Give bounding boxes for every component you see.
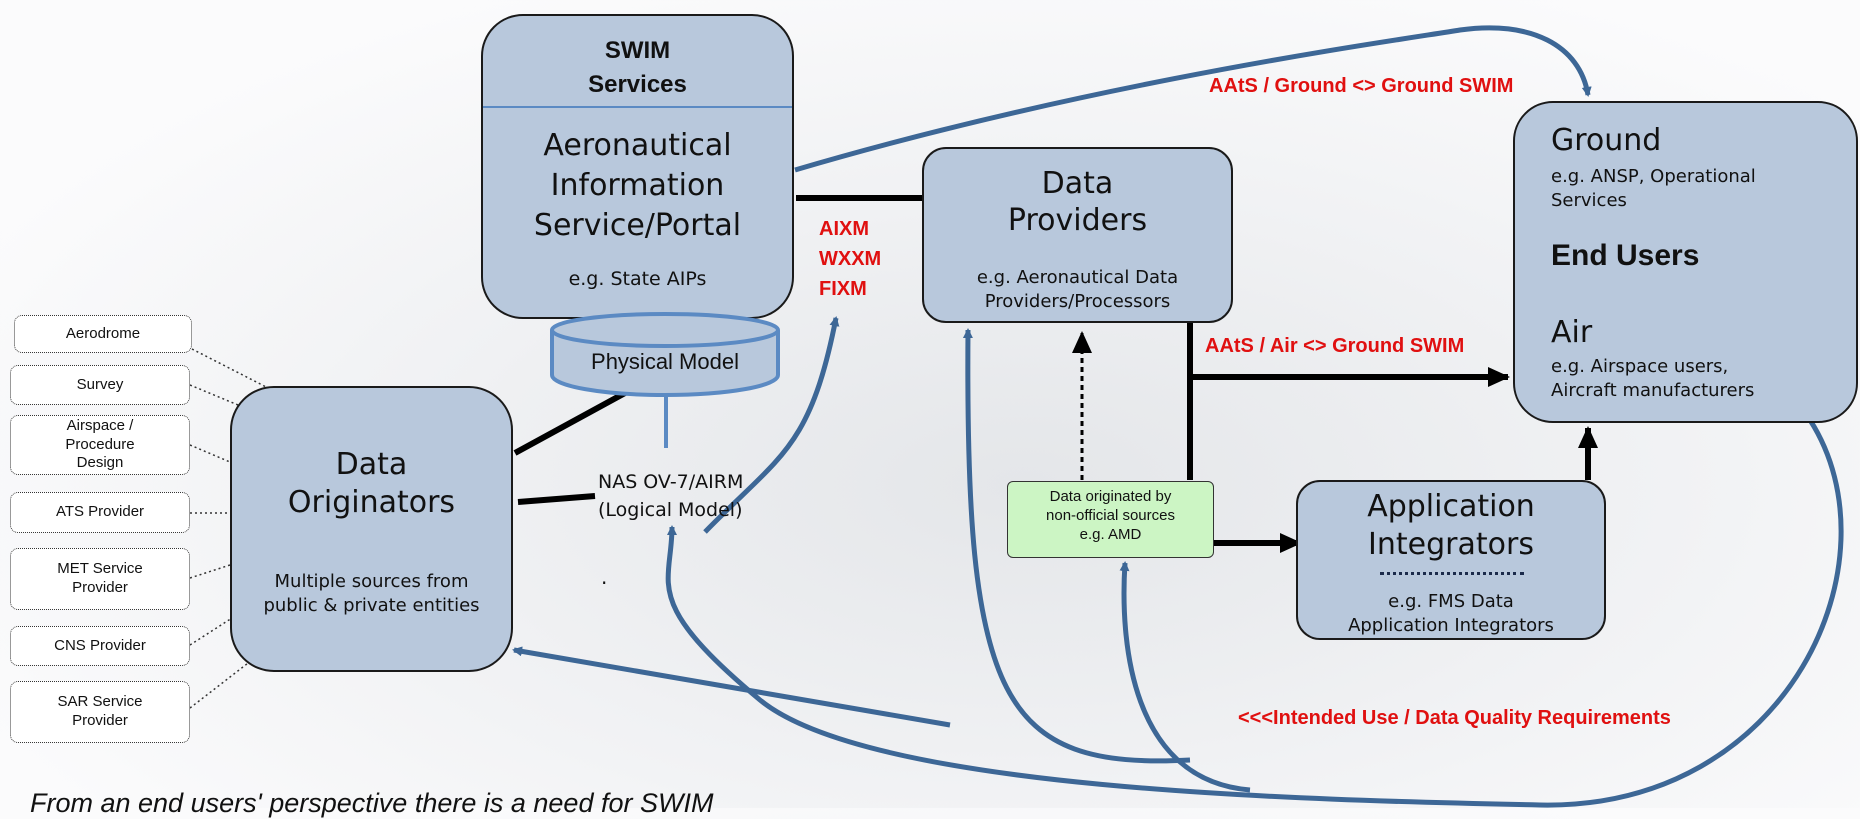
- swim-title-line1: Aeronautical: [543, 128, 732, 163]
- swim-header-line2: Services: [588, 71, 687, 98]
- air-example-line2: Aircraft manufacturers: [1551, 380, 1755, 401]
- source-met-service-provider: MET Service Provider: [10, 548, 190, 610]
- application-integrators-box: Application Integrators e.g. FMS Data Ap…: [1296, 480, 1606, 640]
- format-wxxm: WXXM: [819, 248, 882, 270]
- swim-header-line1: SWIM: [604, 37, 671, 64]
- ground-swim-arrow: [794, 25, 1592, 173]
- aixm-arrow: [703, 316, 840, 534]
- integrators-example-line2: Application Integrators: [1348, 615, 1554, 636]
- source-sar-service-provider: SAR Service Provider: [10, 681, 190, 743]
- integrators-divider: [1380, 572, 1524, 575]
- providers-example-line2: Providers/Processors: [984, 291, 1171, 312]
- non-official-line2: non-official sources: [1046, 507, 1175, 524]
- originators-sub-line1: Multiple sources from: [274, 571, 469, 592]
- providers-example-line1: e.g. Aeronautical Data: [976, 267, 1179, 288]
- integrators-title-line2: Integrators: [1368, 527, 1534, 562]
- providers-title-line1: Data: [1041, 166, 1114, 201]
- source-survey: Survey: [10, 365, 190, 405]
- originators-feedback-arrow: [512, 646, 951, 728]
- logical-model-line2: (Logical Model): [598, 499, 743, 521]
- ground-example-line1: e.g. ANSP, Operational: [1551, 166, 1756, 187]
- source-ats-provider: ATS Provider: [10, 492, 190, 533]
- logical-model-line1: NAS OV-7/AIRM: [598, 471, 744, 493]
- intended-use-label: <<<Intended Use / Data Quality Requireme…: [1238, 707, 1671, 729]
- air-swim-label: AAtS / Air <> Ground SWIM: [1205, 335, 1465, 357]
- non-official-feedback-arrow: [1119, 561, 1251, 793]
- physical-model-label: Physical Model: [591, 349, 739, 374]
- integrators-example-line1: e.g. FMS Data: [1388, 591, 1514, 612]
- ground-title: Ground: [1551, 123, 1662, 158]
- swim-example: e.g. State AIPs: [568, 268, 707, 290]
- intended-use-return-arrow: [665, 418, 1844, 808]
- non-official-line1: Data originated by: [1049, 488, 1172, 505]
- source-airspace-procedure-design: Airspace / Procedure Design: [10, 415, 190, 475]
- originators-title-line2: Originators: [287, 485, 456, 520]
- logical-model-dot: .: [601, 565, 608, 589]
- originators-sub-line2: public & private entities: [263, 595, 480, 616]
- source-aerodrome: Aerodrome: [14, 315, 192, 353]
- providers-feedback-arrow: [962, 328, 1191, 764]
- end-users-title: End Users: [1551, 239, 1700, 272]
- data-originators-box: Data Originators Multiple sources from p…: [230, 386, 513, 672]
- non-official-line3: e.g. AMD: [1079, 526, 1142, 543]
- caption: From an end users' perspective there is …: [30, 788, 714, 818]
- black-links: [513, 195, 1598, 553]
- end-users-box: Ground e.g. ANSP, Operational Services E…: [1513, 101, 1858, 423]
- data-providers-box: Data Providers e.g. Aeronautical Data Pr…: [922, 147, 1233, 323]
- swim-title-line2: Information: [550, 168, 725, 203]
- non-official-box: Data originated by non-official sources …: [1007, 481, 1214, 558]
- ground-swim-label: AAtS / Ground <> Ground SWIM: [1209, 75, 1514, 97]
- source-connectors: [189, 348, 273, 709]
- swim-divider: [483, 106, 792, 108]
- originators-title-line1: Data: [335, 447, 408, 482]
- air-example-line1: e.g. Airspace users,: [1551, 356, 1729, 377]
- swim-services-box: SWIM Services Aeronautical Information S…: [481, 14, 794, 319]
- providers-title-line2: Providers: [1007, 203, 1148, 238]
- logical-model-label: NAS OV-7/AIRM (Logical Model): [598, 468, 743, 524]
- source-cns-provider: CNS Provider: [10, 626, 190, 666]
- format-aixm: AIXM: [819, 218, 869, 240]
- format-fixm: FIXM: [819, 278, 867, 300]
- swim-title-line3: Service/Portal: [533, 208, 742, 243]
- air-title: Air: [1551, 315, 1593, 350]
- ground-example-line2: Services: [1551, 190, 1627, 211]
- integrators-title-line1: Application: [1367, 489, 1535, 524]
